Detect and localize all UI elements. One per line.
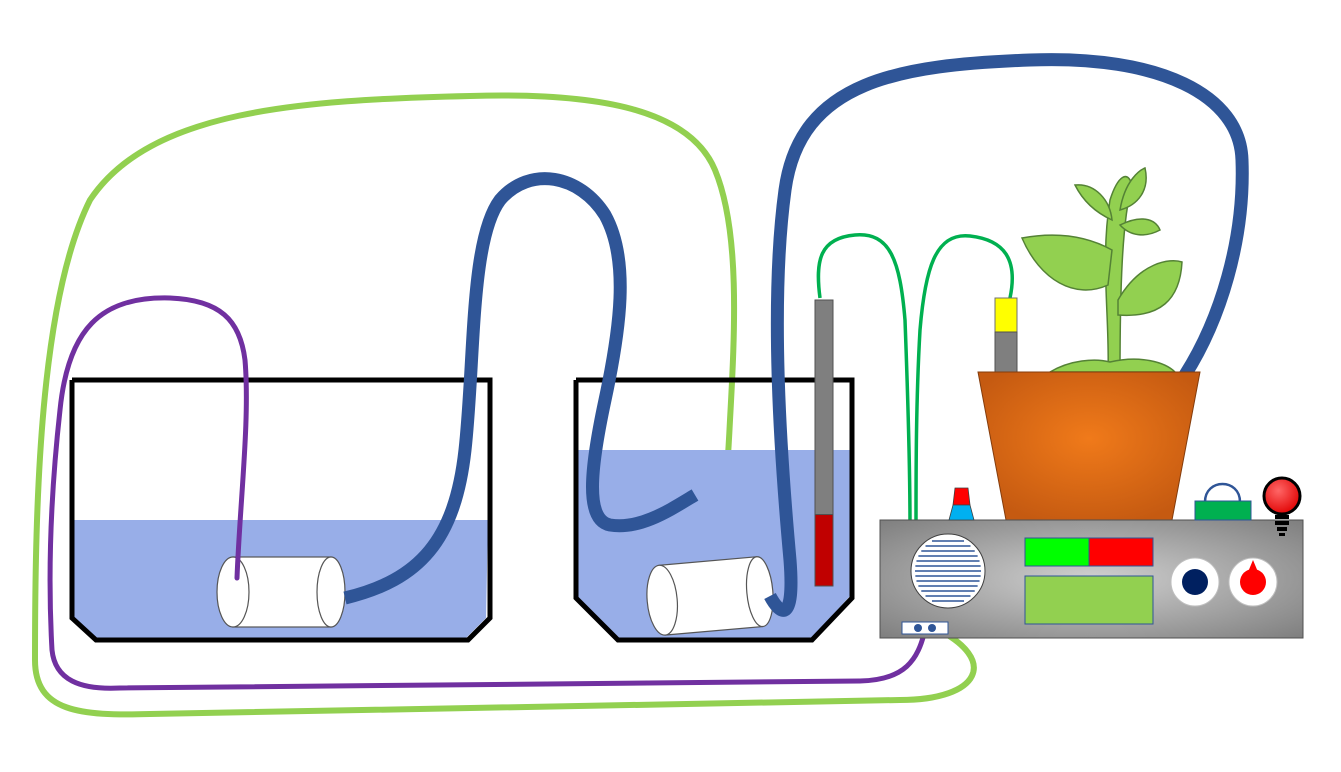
knob-right-icon[interactable]	[1228, 557, 1278, 607]
pump-right	[646, 556, 774, 636]
hose-to-plant	[764, 53, 1249, 617]
level-gauge	[814, 299, 834, 587]
status-display	[1024, 575, 1154, 625]
plant-pot	[977, 371, 1201, 521]
tank-outline-left	[69, 377, 493, 643]
carry-handle-icon	[1194, 482, 1252, 521]
tank-outline-right	[573, 377, 855, 643]
sensor-wire-soil	[914, 234, 1015, 526]
cable-connector-icon	[901, 621, 949, 635]
status-indicator-green	[1024, 537, 1090, 567]
hose-tank-transfer	[343, 172, 699, 605]
level-gauge-fill	[814, 514, 834, 587]
beacon-light-icon	[948, 487, 975, 521]
pump-left	[216, 556, 346, 628]
light-bulb-icon	[1262, 476, 1302, 536]
speaker-grille-icon	[910, 533, 986, 609]
status-indicator-red	[1088, 537, 1154, 567]
knob-left-icon[interactable]	[1170, 557, 1220, 607]
purple-cable	[47, 295, 928, 691]
soil-moisture-sensor	[994, 297, 1018, 375]
plant-icon	[1020, 166, 1183, 376]
light-green-cable	[31, 92, 977, 718]
sensor-wire-gauge	[816, 233, 912, 526]
controller-box	[879, 519, 1304, 639]
